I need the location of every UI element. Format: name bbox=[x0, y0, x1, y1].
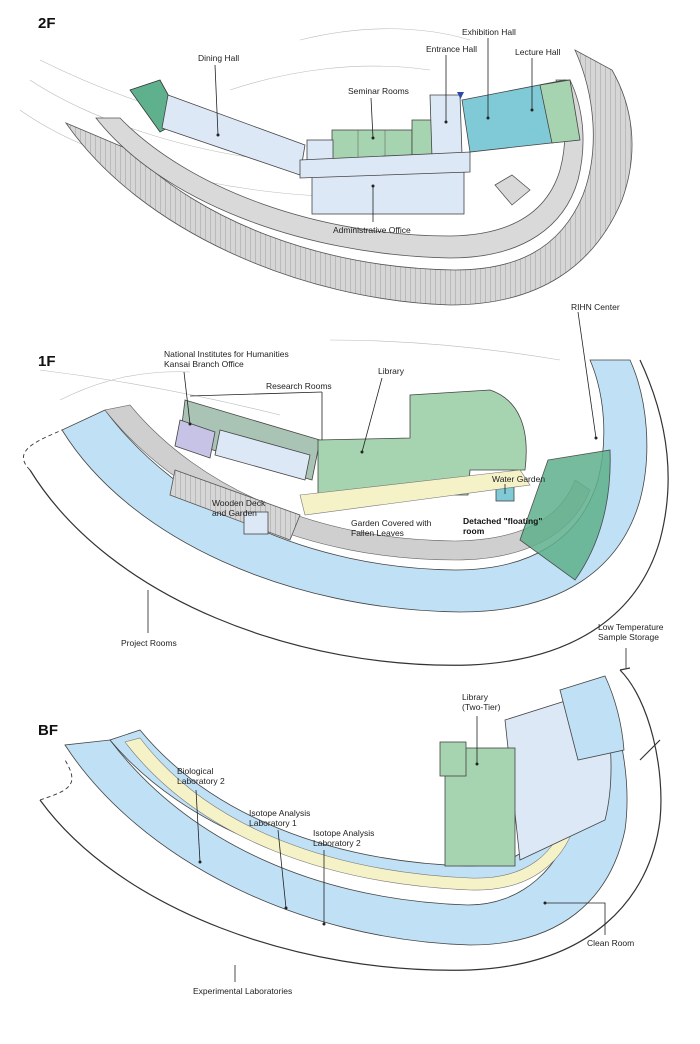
label-project-rooms: Project Rooms bbox=[121, 638, 177, 648]
floor-label-2f: 2F bbox=[38, 15, 56, 32]
label-research-rooms: Research Rooms bbox=[266, 381, 332, 391]
label-nihu-line1: National Institutes for Humanities bbox=[164, 349, 289, 359]
label-nihu-line2: Kansai Branch Office bbox=[164, 359, 244, 369]
floor-label-bf: BF bbox=[38, 722, 58, 739]
label-rihn-center: RIHN Center bbox=[571, 302, 620, 312]
label-exhibition-hall: Exhibition Hall bbox=[462, 27, 516, 37]
label-isotope2-line1: Isotope Analysis bbox=[313, 828, 374, 838]
label-wooden-deck-line2: and Garden bbox=[212, 508, 257, 518]
label-entrance-hall: Entrance Hall bbox=[426, 44, 477, 54]
label-administrative-office: Administrative Office bbox=[333, 225, 411, 235]
label-garden-fallen-line2: Fallen Leaves bbox=[351, 528, 404, 538]
plan-2f: 2F Dining Hall Seminar Rooms Entrance Ha… bbox=[19, 15, 633, 306]
label-bio-lab-line1: Biological bbox=[177, 766, 213, 776]
label-garden-fallen-line1: Garden Covered with bbox=[351, 518, 432, 528]
label-lecture-hall: Lecture Hall bbox=[515, 47, 560, 57]
label-library-two-tier-line1: Library bbox=[462, 692, 489, 702]
label-dining-hall: Dining Hall bbox=[198, 53, 239, 63]
label-isotope1-line1: Isotope Analysis bbox=[249, 808, 310, 818]
plan-bf: BF Low Temperature Sample Storage Librar… bbox=[38, 622, 664, 996]
label-wooden-deck-line1: Wooden Deck bbox=[212, 498, 266, 508]
label-isotope2-line2: Laboratory 2 bbox=[313, 838, 361, 848]
floor-label-1f: 1F bbox=[38, 353, 56, 370]
label-isotope1-line2: Laboratory 1 bbox=[249, 818, 297, 828]
plan-1f: 1F RIHN Center National Institutes for H… bbox=[23, 302, 669, 666]
label-low-temp-line1: Low Temperature bbox=[598, 622, 664, 632]
label-clean-room: Clean Room bbox=[587, 938, 634, 948]
label-detached-line2: room bbox=[463, 526, 485, 536]
label-library-1f: Library bbox=[378, 366, 405, 376]
label-low-temp-line2: Sample Storage bbox=[598, 632, 659, 642]
label-seminar-rooms: Seminar Rooms bbox=[348, 86, 409, 96]
triangle-down-icon bbox=[457, 92, 464, 99]
label-library-two-tier-line2: (Two-Tier) bbox=[462, 702, 501, 712]
label-experimental-labs: Experimental Laboratories bbox=[193, 986, 292, 996]
label-detached-line1: Detached "floating" bbox=[463, 516, 542, 526]
label-bio-lab-line2: Laboratory 2 bbox=[177, 776, 225, 786]
label-water-garden: Water Garden bbox=[492, 474, 545, 484]
